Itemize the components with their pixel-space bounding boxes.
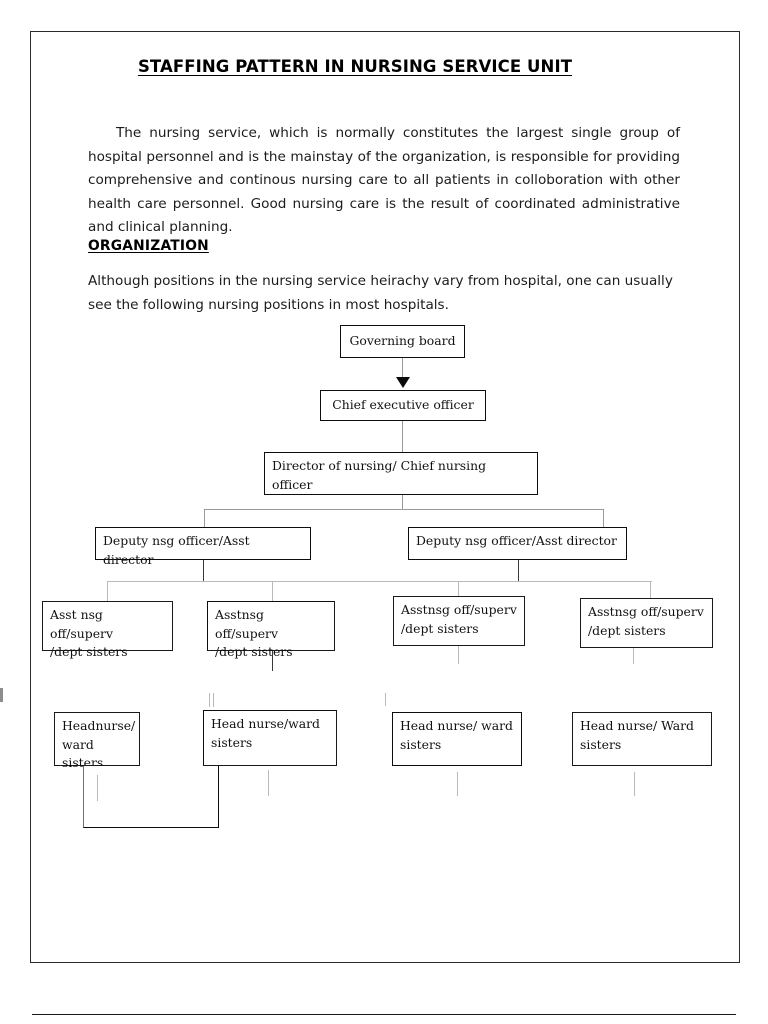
org-node-director-of-nursing[interactable]: Director of nursing/ Chief nursing offic… bbox=[264, 452, 538, 495]
page-title: STAFFING PATTERN IN NURSING SERVICE UNIT bbox=[137, 57, 573, 76]
org-node-deputy-left[interactable]: Deputy nsg officer/Asst director bbox=[95, 527, 311, 567]
org-node-head-nurse-1[interactable]: Headnurse/ward sisters bbox=[54, 712, 140, 770]
section-heading-organization: ORGANIZATION bbox=[88, 238, 209, 254]
page-footer-rule bbox=[32, 1014, 736, 1015]
margin-tick-mark bbox=[0, 688, 3, 702]
org-node-supervisor-3[interactable]: Asstnsg off/superv/dept sisters bbox=[393, 596, 525, 646]
org-node-governing-board[interactable]: Governing board bbox=[340, 325, 465, 358]
org-node-supervisor-1[interactable]: Asst nsg off/superv/dept sisters bbox=[42, 601, 173, 659]
org-node-empty-trailing[interactable] bbox=[83, 766, 219, 828]
organization-paragraph: Although positions in the nursing servic… bbox=[88, 273, 673, 313]
intro-paragraph: The nursing service, which is normally c… bbox=[88, 125, 680, 235]
org-node-deputy-right[interactable]: Deputy nsg officer/Asst director bbox=[408, 527, 627, 560]
org-node-supervisor-4[interactable]: Asstnsg off/superv/dept sisters bbox=[580, 598, 713, 648]
org-node-supervisor-2[interactable]: Asstnsg off/superv/dept sisters bbox=[207, 601, 335, 659]
org-node-chief-executive-officer[interactable]: Chief executive officer bbox=[320, 390, 486, 421]
